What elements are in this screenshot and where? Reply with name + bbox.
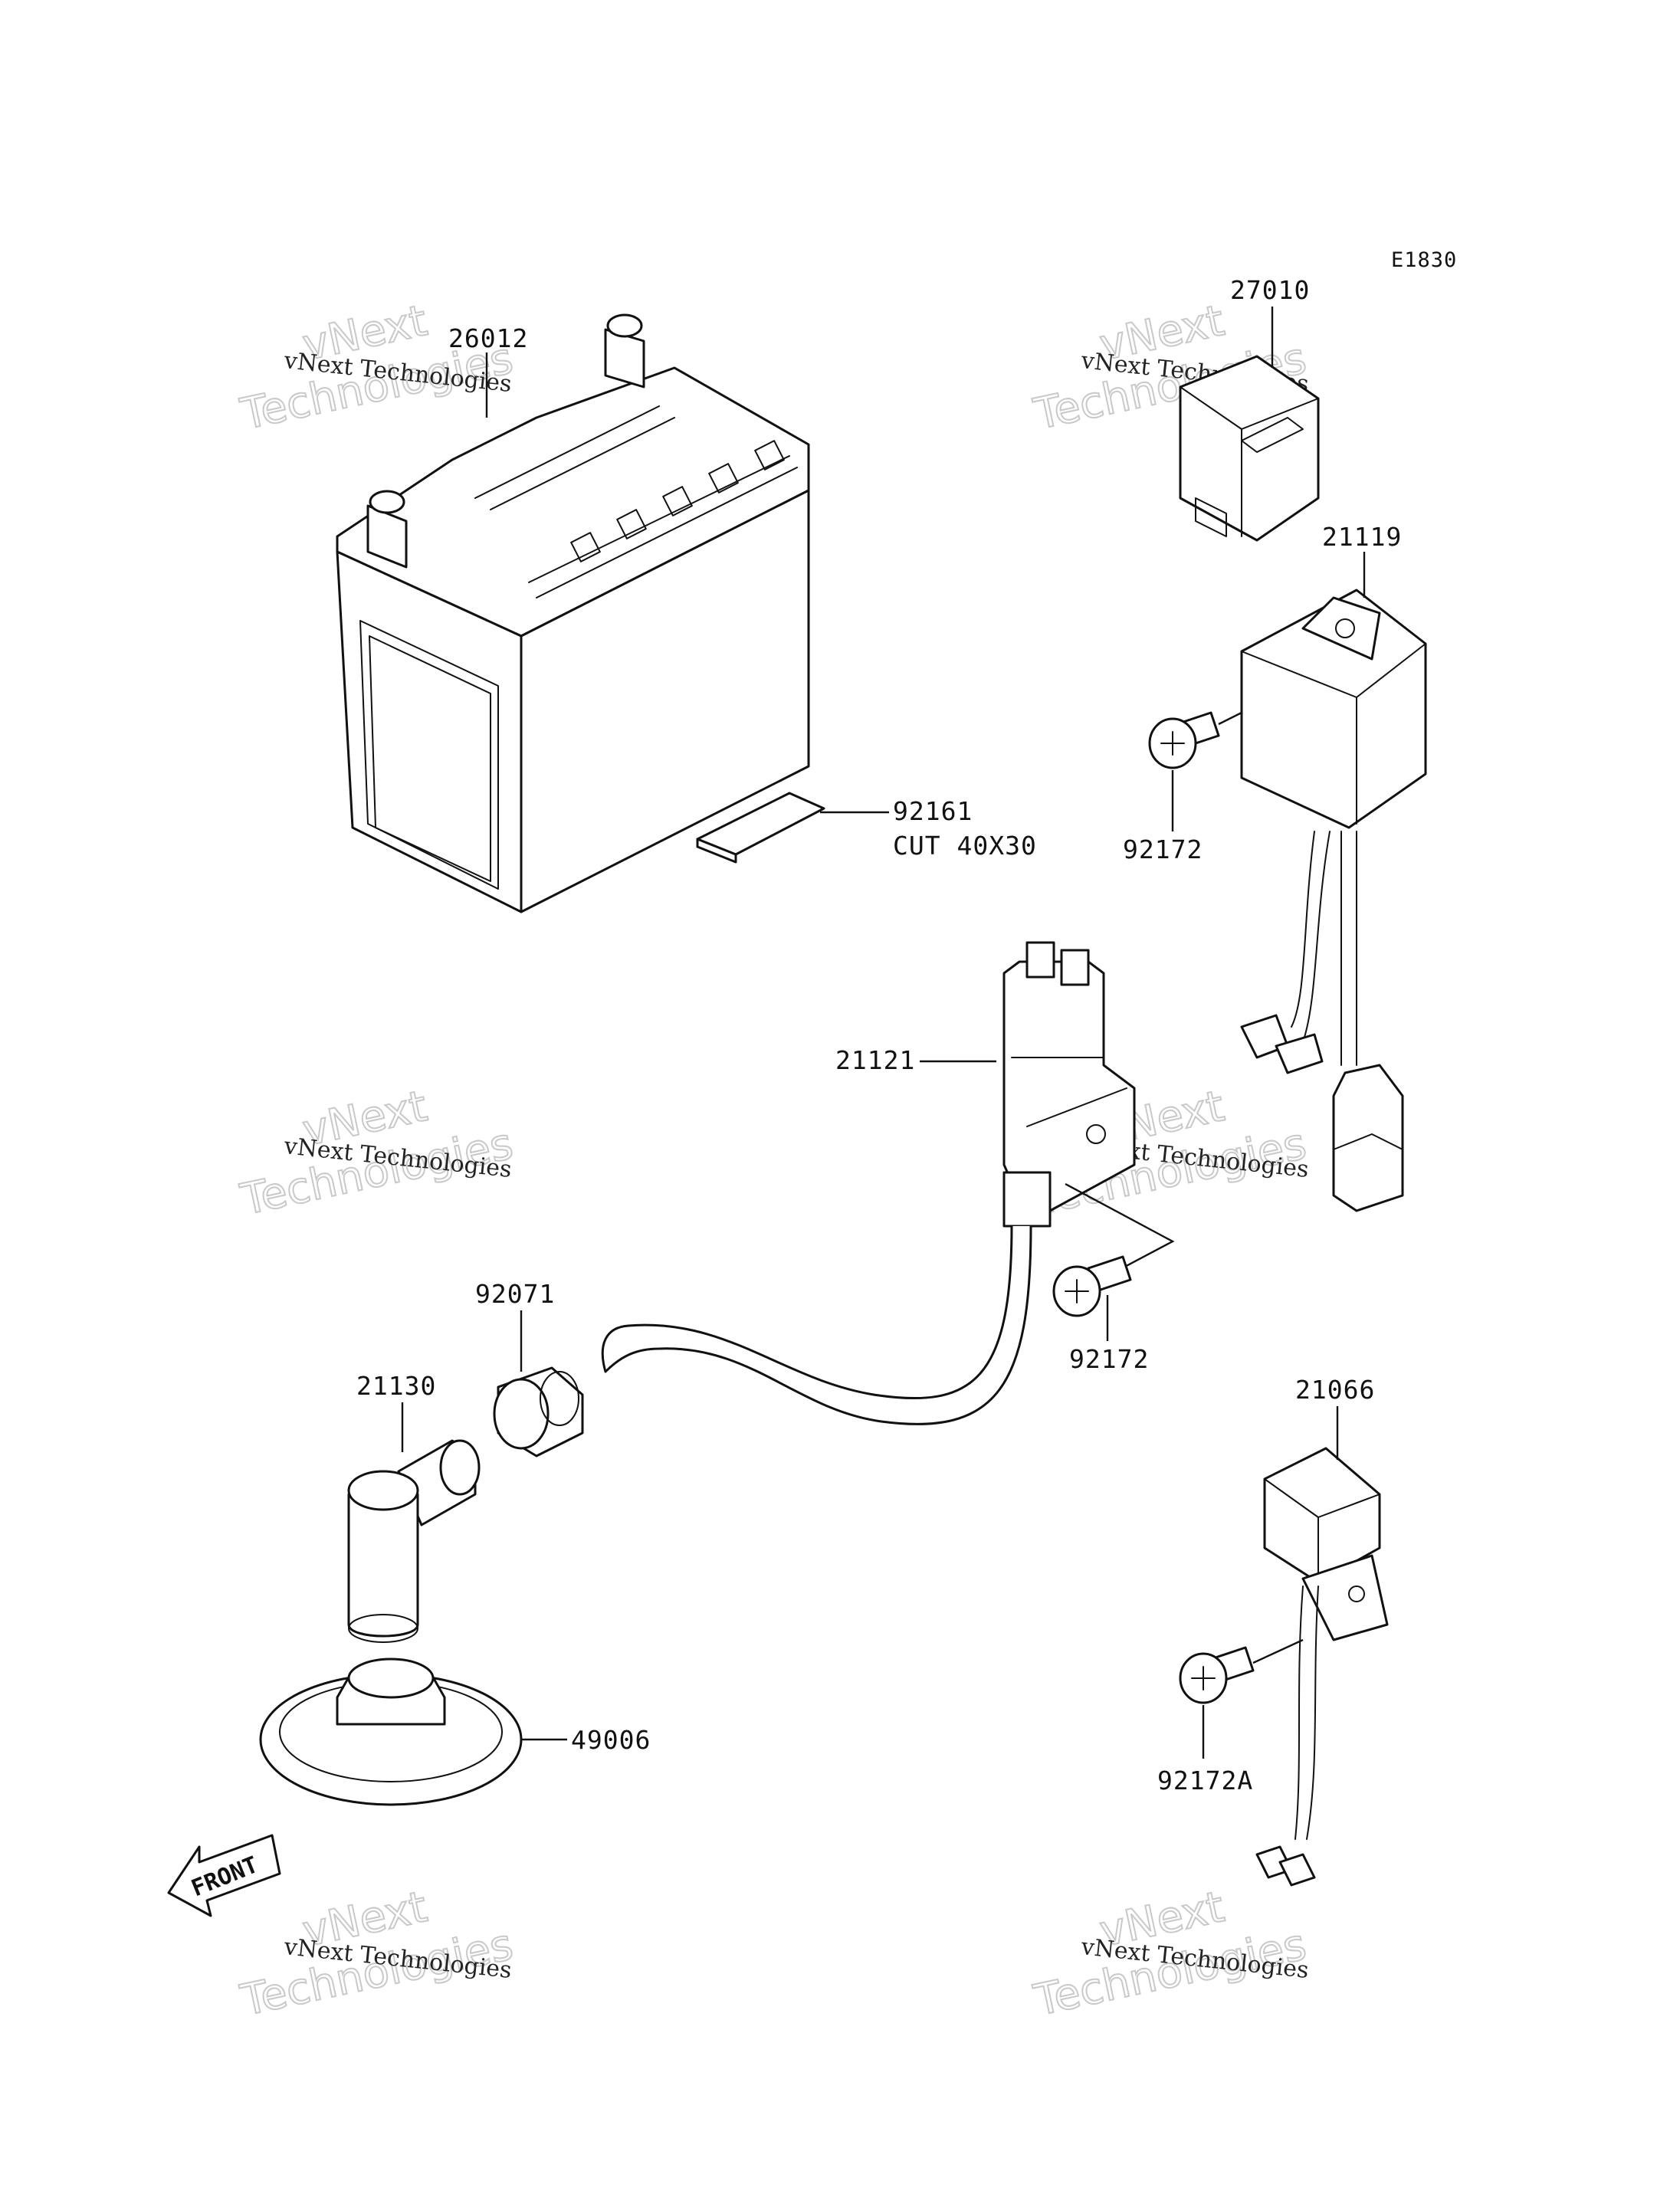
label-21119: 21119 (1322, 522, 1402, 552)
pad-92161 (696, 792, 889, 864)
label-92161-note: CUT 40X30 (893, 831, 1037, 861)
label-49006: 49006 (571, 1725, 651, 1755)
regulator-21066 (1255, 1406, 1389, 1887)
front-arrow: FRONT (167, 1834, 281, 1917)
watermark-top-left: vNext Technologies vNext Technologies (235, 295, 517, 441)
label-26012: 26012 (448, 323, 528, 353)
battery-26012 (336, 313, 810, 913)
label-92071: 92071 (475, 1279, 555, 1309)
label-21121: 21121 (835, 1045, 915, 1075)
label-21066: 21066 (1295, 1375, 1375, 1405)
label-92172-upper: 92172 (1123, 835, 1203, 864)
ignition-coil-21121 (601, 941, 1175, 1425)
bolt-92172A (1179, 1638, 1304, 1759)
cap-49006 (259, 1658, 567, 1806)
label-92161: 92161 (893, 796, 973, 826)
cdi-unit-21119 (1240, 552, 1427, 1212)
label-21130: 21130 (356, 1371, 436, 1401)
clamp-92071 (493, 1310, 584, 1458)
watermark-bottom-right: vNext Technologies vNext Technologies (1029, 1881, 1311, 2027)
label-92172-lower: 92172 (1069, 1344, 1149, 1374)
plug-cap-21130 (347, 1402, 481, 1643)
diagram-code: E1830 (1391, 248, 1457, 272)
watermark-mid-left: vNext Technologies vNext Technologies (235, 1080, 517, 1226)
bolt-92172-upper (1148, 711, 1242, 831)
label-92172A: 92172A (1157, 1766, 1253, 1795)
relay-27010 (1179, 307, 1320, 542)
watermark-bottom-left: vNext Technologies vNext Technologies (235, 1881, 517, 2027)
bolt-92172-lower (1052, 1255, 1132, 1341)
label-27010: 27010 (1230, 275, 1310, 305)
